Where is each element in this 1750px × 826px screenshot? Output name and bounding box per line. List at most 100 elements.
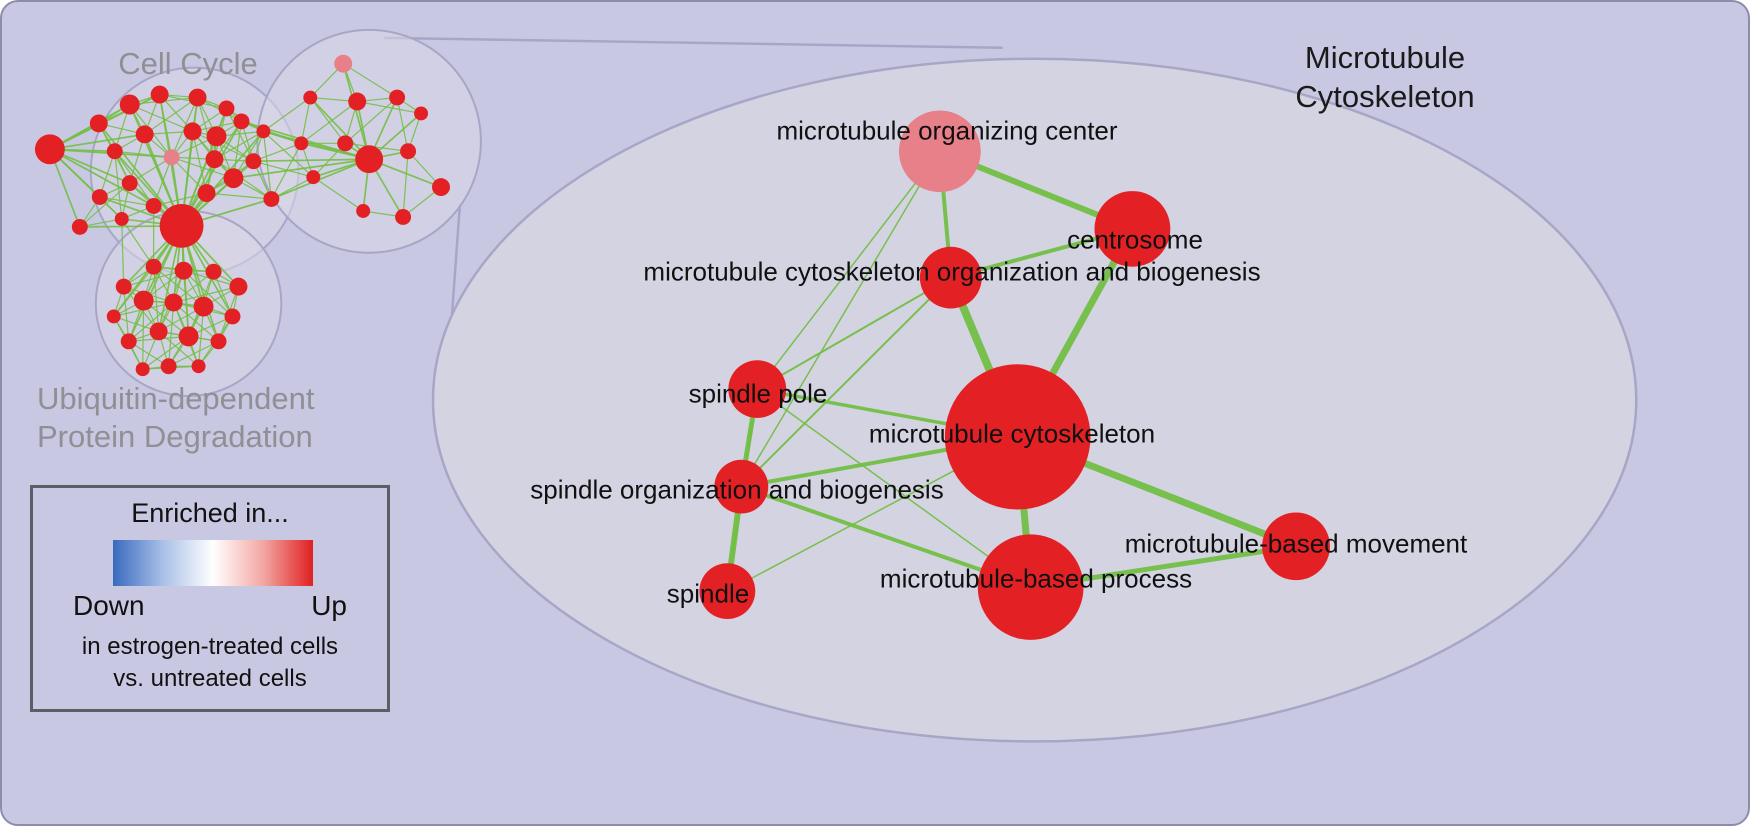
overview-edge (98, 122, 183, 227)
legend-gradient-bar (113, 540, 313, 586)
overview-node (160, 358, 177, 375)
overview-node (34, 134, 65, 165)
overview-edge (357, 100, 422, 115)
overview-edge (197, 306, 205, 367)
overview-node (355, 145, 384, 174)
overview-edge (271, 158, 370, 200)
overview-node (149, 322, 168, 341)
overview-edge (182, 270, 190, 337)
overview-edge (123, 270, 184, 288)
legend-caption-line1: in estrogen-treated cells (81, 633, 339, 660)
node-label-moc: microtubule organizing center (776, 115, 1118, 146)
legend-up-label: Up (311, 590, 347, 621)
overview-node (337, 135, 354, 152)
overview-edge (312, 176, 364, 212)
overview-edge (153, 157, 173, 207)
overview-node (218, 100, 235, 117)
overview-edge (153, 192, 207, 207)
overview-node (356, 204, 371, 218)
overview-edge (214, 130, 264, 160)
overview-node (191, 359, 206, 374)
overview-node (164, 293, 183, 312)
overview-node (224, 308, 241, 325)
overview-edge (128, 302, 174, 342)
node-mtc (944, 364, 1091, 510)
cluster-label-ubiquitin-line1: Ubiquitin-dependent (37, 381, 315, 416)
overview-edge (121, 218, 155, 268)
overview-node (115, 278, 132, 295)
overview-edge (142, 300, 145, 370)
overview-node (145, 198, 162, 214)
overview-node (145, 258, 162, 275)
overview-node (306, 170, 321, 185)
overview-edge (342, 63, 398, 99)
overview-node (133, 290, 154, 311)
overview-node (395, 208, 412, 225)
cluster-circle-microtubule (256, 28, 482, 254)
overview-edge (49, 148, 155, 207)
overview-node (106, 143, 123, 160)
overview-edge (129, 156, 172, 184)
node-mtco (919, 246, 982, 309)
overview-node (233, 113, 250, 130)
detail-title-line2: Cytoskeleton (1295, 79, 1475, 114)
overview-edge (233, 158, 370, 179)
node-spindle (699, 563, 756, 619)
overview-node (229, 277, 248, 296)
overview-node (120, 333, 137, 350)
overview-edge (212, 271, 234, 317)
overview-node (206, 126, 227, 147)
overview-node (348, 92, 367, 111)
node-centrosome (1094, 191, 1171, 267)
overview-edge (114, 151, 123, 220)
node-spindle_pole (728, 360, 787, 418)
node-label-spindle: spindle (666, 578, 750, 609)
overview-node (263, 191, 280, 208)
overview-edge (171, 156, 234, 179)
overview-edge (262, 131, 272, 200)
overview-node (183, 122, 202, 141)
overview-node (389, 89, 406, 106)
legend-caption-line2: vs. untreated cells (113, 665, 307, 692)
overview-edge (253, 158, 370, 163)
cluster-label-ubiquitin: Ubiquitin-dependent Protein Degradation (37, 380, 315, 456)
overview-edge (144, 97, 198, 135)
overview-node (256, 124, 271, 139)
overview-node (119, 94, 140, 115)
overview-node (197, 184, 216, 203)
node-label-spindle_org: spindle organization and biogenesis (530, 474, 944, 505)
overview-node (91, 189, 108, 206)
overview-node (223, 168, 244, 189)
node-label-mt_process: microtubule-based process (879, 563, 1193, 594)
overview-edge (99, 196, 154, 207)
node-label-mtco: microtubule cytoskeleton organization an… (643, 256, 1261, 287)
overview-node (159, 204, 204, 248)
node-spindle_org (714, 459, 769, 514)
detail-edge-moc-spindle_org (740, 150, 941, 488)
overview-node (193, 296, 214, 317)
overview-edge (79, 182, 131, 228)
detail-edge-moc-spindle_pole (756, 150, 941, 390)
overview-edge (270, 143, 302, 200)
overview-edge (99, 151, 116, 198)
node-label-mt_movement: microtubule-based movement (1124, 528, 1468, 559)
overview-node (135, 362, 150, 377)
overview-node (71, 218, 88, 235)
overview-edge (49, 133, 145, 151)
overview-node (178, 326, 199, 347)
node-mt_movement (1262, 512, 1330, 581)
detail-title-line1: Microtubule (1304, 40, 1466, 75)
legend-axis-labels: Down Up (73, 590, 347, 622)
overview-edge (114, 150, 172, 158)
node-mt_process (977, 534, 1084, 640)
legend-title: Enriched in... (131, 498, 289, 528)
overview-node (174, 261, 193, 280)
overview-node (245, 153, 262, 170)
overview-node (400, 143, 417, 160)
overview-edge (191, 131, 208, 194)
overview-node (114, 211, 129, 226)
overview-edge (262, 130, 314, 178)
overview-edge (173, 286, 239, 304)
cluster-label-ubiquitin-line2: Protein Degradation (37, 419, 313, 454)
overview-node (106, 309, 121, 324)
